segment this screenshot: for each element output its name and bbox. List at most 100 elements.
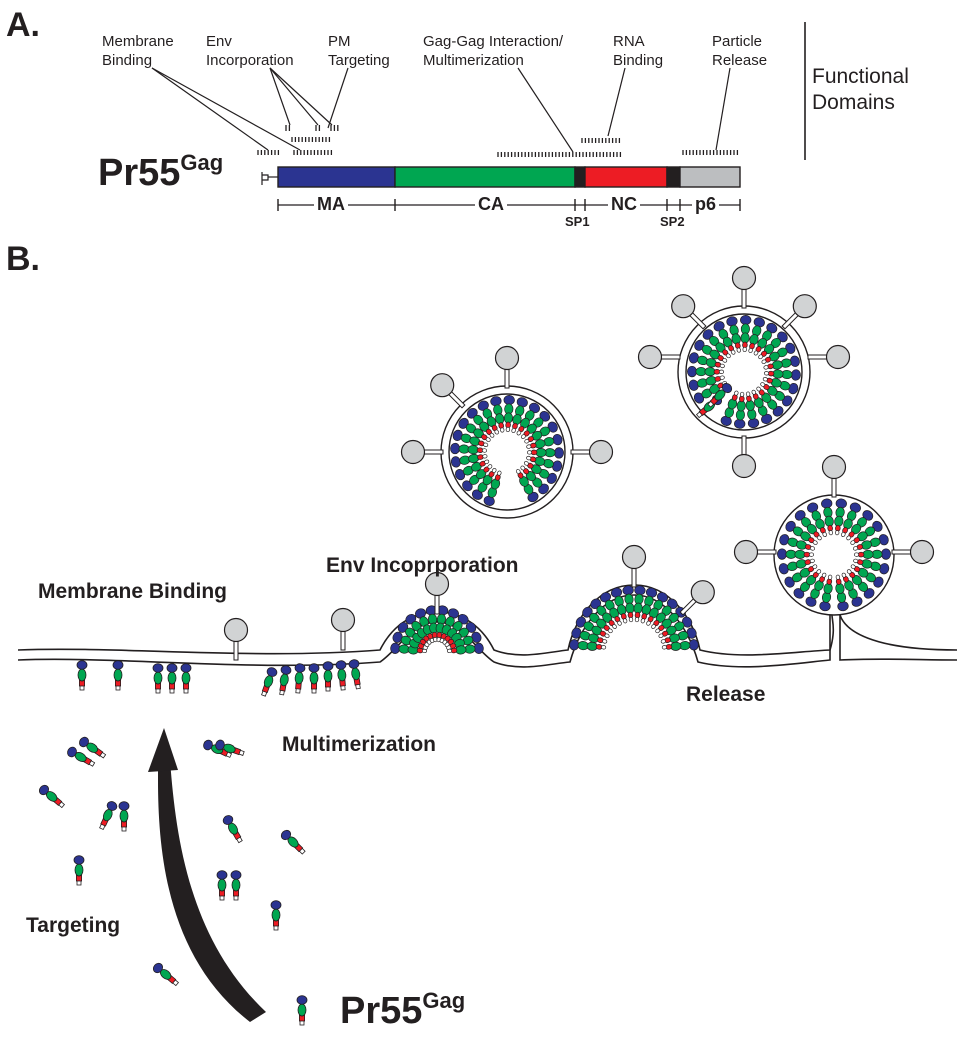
shell-unit [790,369,801,381]
shell-unit [646,620,651,626]
shell-unit [491,468,497,473]
step-label-membrane-binding: Membrane Binding [38,580,228,603]
membrane-gag [112,660,124,691]
shell-unit [612,624,617,629]
bud-shell-small [390,605,484,655]
gag-ma [270,900,282,910]
shell-unit [602,639,608,644]
env-free-right-ur [781,294,817,330]
shell-unit [718,369,725,374]
shell-unit [739,391,745,397]
shell-unit [817,535,822,541]
gag-ma [721,382,733,394]
shell-unit [734,390,739,396]
leader-line [269,67,319,126]
shell-unit [763,365,769,370]
shell-unit [809,546,816,551]
env-head [825,344,851,370]
shell-unit [761,359,767,364]
shell-unit [503,395,515,405]
cytosolic-gag [296,995,308,1026]
shell-unit [617,620,622,626]
shell-unit [850,540,856,545]
gag-loose [707,382,733,408]
panel-b-label: B. [6,240,40,278]
gag-ma [166,663,178,673]
gag-ma [73,855,85,865]
shell-unit [516,430,522,436]
env-head [821,454,847,480]
shell-unit [526,444,532,449]
membrane-gag-cluster [308,663,320,694]
step-label-env-incorporation: Env Incoprporation [326,554,519,577]
leader-line [327,67,349,129]
shell-unit [524,438,530,444]
shell-unit [828,530,833,536]
cytosolic-gag [280,829,306,855]
shell-unit [841,532,846,537]
gag-ma [322,661,334,671]
cytosolic-gag [79,736,107,759]
shell-unit [487,464,493,469]
shell-unit [777,548,787,560]
shell-unit [740,315,752,325]
env-free-right-top [731,265,757,309]
env-free-left-ul [430,373,466,409]
membrane-right [839,614,957,651]
cytosolic-gag [270,900,282,931]
shell-unit [516,469,521,474]
env-free-right-bottom [731,435,757,479]
gag-ma [222,815,234,825]
gag-ca [294,671,304,685]
leader-line [269,67,333,126]
gag-ma [106,801,118,811]
env-release-top [821,454,847,498]
gag-ca [271,908,281,922]
env-membrane-1 [223,617,249,661]
membrane-gag [152,663,164,694]
shell-unit [526,455,532,461]
shell-unit [521,434,526,439]
env-head [690,580,715,605]
segment-label-ma: MA [314,194,348,215]
shell-unit [881,548,891,560]
cytosolic-gag [230,870,242,901]
gag-segment-nc [584,166,668,188]
cytosolic-gag [38,784,66,809]
shell-unit [526,450,533,455]
shell-unit [622,618,628,624]
gag-ca [181,671,191,685]
shell-unit [812,564,818,569]
membrane-gag-cluster [294,663,306,694]
shell-unit [809,558,815,564]
gag-ma [118,801,130,811]
leader-line [151,67,269,151]
gag-ma [180,663,192,673]
shell-unit [758,354,763,360]
env-head [588,439,614,465]
shell-unit [760,382,766,387]
shell-unit [763,371,770,376]
shell-unit [484,459,490,465]
shell-unit [494,429,499,435]
segment-label-p6: p6 [692,194,720,215]
shell-unit [505,426,511,433]
gag-ma [296,995,308,1005]
gag-ca [217,878,227,892]
shell-unit [835,574,841,580]
shell-unit [846,535,851,541]
shell-unit [821,572,827,578]
leader-line [607,67,626,137]
gag-ma [230,870,242,880]
cytosolic-gag [215,739,245,756]
domain-hatch [682,150,739,155]
env-release-left [733,539,777,565]
shell-unit [634,617,640,623]
protein-name-a: Pr55Gag [98,150,224,194]
cytosolic-gag [67,746,96,767]
step-label-release: Release [686,683,766,706]
env-free-left-top [494,345,520,389]
gag-ca [337,668,347,682]
